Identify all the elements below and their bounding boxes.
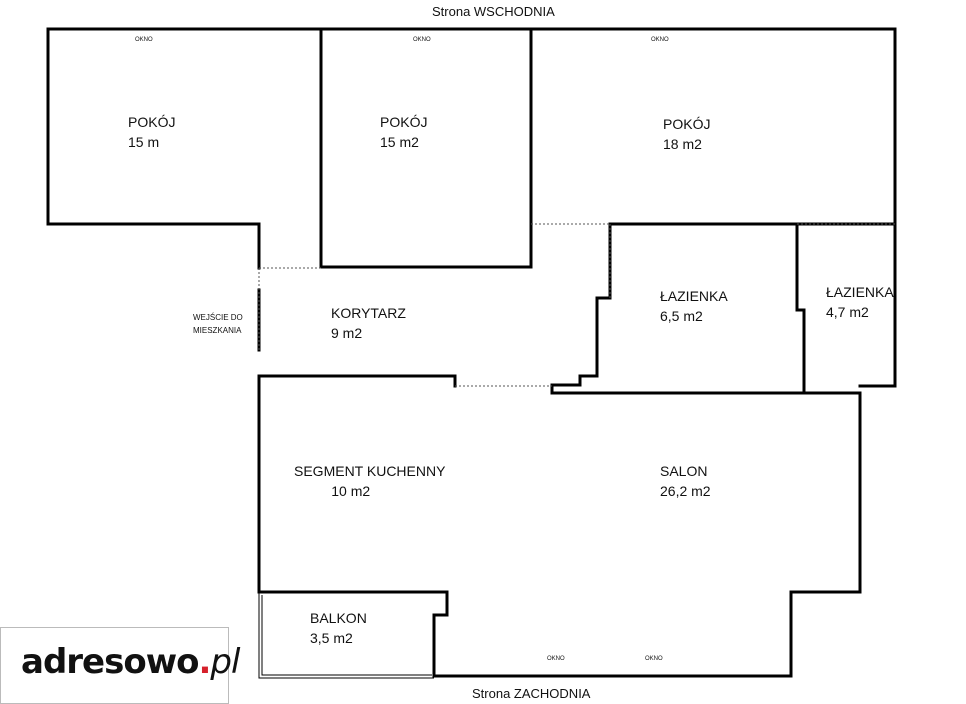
room-pokoj-1: POKÓJ 15 m	[128, 112, 175, 152]
window-label-room2: OKNO	[413, 37, 431, 43]
room-name: KORYTARZ	[331, 305, 406, 321]
wall-room1-left	[46, 27, 261, 270]
room-area: 6,5 m2	[660, 308, 703, 324]
brand-logo-name: adresowo	[21, 642, 199, 682]
wall-bath-divider	[795, 224, 806, 395]
brand-logo: adresowo.pl	[0, 627, 240, 704]
room-salon: SALON 26,2 m2	[660, 461, 711, 501]
room-name: POKÓJ	[128, 114, 176, 130]
side-label-east: Strona WSCHODNIA	[432, 4, 555, 19]
entrance-label-line2: MIESZKANIA	[193, 326, 242, 335]
room-name: SALON	[660, 463, 708, 479]
wall-room2	[319, 27, 533, 269]
room-name: ŁAZIENKA	[660, 288, 728, 304]
entrance-label-line1: WEJŚCIE DO	[193, 313, 243, 322]
brand-logo-text: adresowo.pl	[21, 642, 240, 682]
room-lazienka-1: ŁAZIENKA 6,5 m2	[660, 286, 728, 326]
room-lazienka-2: ŁAZIENKA 4,7 m2	[826, 282, 894, 322]
room-area: 10 m2	[331, 483, 371, 499]
room-pokoj-2: POKÓJ 15 m2	[380, 112, 427, 152]
side-label-west: Strona ZACHODNIA	[472, 686, 591, 701]
room-area: 15 m	[128, 134, 160, 150]
room-name: ŁAZIENKA	[826, 284, 894, 300]
room-pokoj-3: POKÓJ 18 m2	[663, 114, 710, 154]
room-balkon: BALKON 3,5 m2	[310, 608, 367, 648]
room-segment-kuchenny: SEGMENT KUCHENNY 10 m2	[294, 461, 445, 501]
entrance-label: WEJŚCIE DO MIESZKANIA	[193, 311, 243, 337]
room-area: 4,7 m2	[826, 304, 869, 320]
wall-kitchen-top	[257, 374, 457, 388]
balcony-rail	[258, 592, 434, 679]
room-area: 15 m2	[380, 134, 419, 150]
brand-logo-ext: pl	[210, 642, 240, 682]
room-area: 18 m2	[663, 136, 702, 152]
room-name: BALKON	[310, 610, 367, 626]
wall-right-lower	[789, 391, 862, 678]
brand-logo-dot: .	[198, 642, 211, 682]
room-area: 9 m2	[331, 325, 363, 341]
room-korytarz: KORYTARZ 9 m2	[331, 303, 406, 343]
window-label-salon-2: OKNO	[645, 656, 663, 662]
wall-bottom	[257, 590, 793, 678]
window-label-salon-1: OKNO	[547, 656, 565, 662]
room-name: POKÓJ	[663, 116, 711, 132]
wall-right-upper	[858, 27, 897, 388]
room-name: SEGMENT KUCHENNY	[294, 463, 446, 479]
room-area: 26,2 m2	[660, 483, 711, 499]
window-label-room1: OKNO	[135, 37, 153, 43]
balcony-rail-inner	[261, 595, 432, 676]
room-name: POKÓJ	[380, 114, 428, 130]
window-label-room3: OKNO	[651, 37, 669, 43]
room-area: 3,5 m2	[310, 630, 353, 646]
wall-bath1-left	[550, 222, 862, 395]
